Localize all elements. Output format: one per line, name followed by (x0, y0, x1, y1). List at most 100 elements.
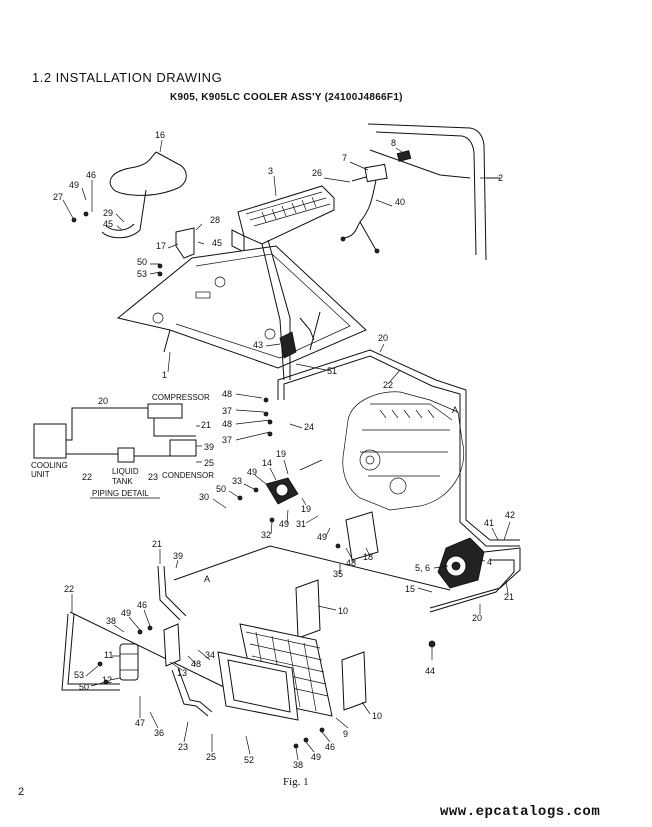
hose-23 (171, 669, 209, 717)
callout-50: 50 (137, 257, 147, 267)
callout-49: 49 (69, 180, 79, 190)
callout-17: 17 (156, 241, 166, 251)
callout-2: 2 (498, 173, 503, 183)
callout-48: 48 (222, 389, 232, 399)
wiring-harness (340, 150, 412, 254)
callout-45: 45 (103, 219, 113, 229)
engine (342, 391, 464, 511)
callout-42: 42 (505, 510, 515, 520)
long-pipe (277, 349, 520, 547)
callout-49: 49 (317, 532, 327, 542)
callout-27: 27 (53, 192, 63, 202)
callout-45: 45 (212, 238, 222, 248)
callout-46: 46 (325, 742, 335, 752)
liquid-tank-label-1: LIQUID (112, 467, 139, 476)
assembly-title: K905, K905LC COOLER ASS'Y (24100J4866F1) (170, 92, 403, 103)
callout-10: 10 (372, 711, 382, 721)
callout-51: 51 (327, 366, 337, 376)
callout-39: 39 (173, 551, 183, 561)
condensor-label: CONDENSOR (162, 471, 214, 480)
floor-plate (116, 245, 367, 369)
callout-19: 19 (301, 504, 311, 514)
piping-detail-title: PIPING DETAIL (92, 489, 149, 498)
callout-44: 44 (425, 666, 435, 676)
callout-21: 21 (152, 539, 162, 549)
callout-24: 24 (304, 422, 314, 432)
callout-18: 18 (363, 552, 373, 562)
callout-53: 53 (74, 670, 84, 680)
callout-4: 4 (487, 557, 492, 567)
callout-22: 22 (64, 584, 74, 594)
cooling-unit-label-1: COOLING (31, 461, 68, 470)
pipe-loop (101, 151, 187, 239)
callout-34: 34 (205, 650, 215, 660)
callout-8: 8 (391, 138, 396, 148)
pipe-22 (61, 611, 231, 691)
compressor (429, 537, 521, 613)
callout-30: 30 (199, 492, 209, 502)
callout-3: 3 (268, 166, 273, 176)
page-number: 2 (18, 786, 25, 798)
callout-33: 33 (232, 476, 242, 486)
bracket-17 (175, 227, 195, 259)
callout-11: 11 (104, 650, 113, 660)
callout-49: 49 (279, 519, 289, 529)
callout-16: 16 (155, 130, 165, 140)
callout-41: 41 (484, 518, 494, 528)
callout-46: 46 (86, 170, 96, 180)
callout-48: 48 (346, 558, 356, 568)
callout-28: 28 (210, 215, 220, 225)
view-marker-a-upper: A (452, 405, 458, 415)
cooling-unit (231, 185, 335, 253)
callout-36: 36 (154, 728, 164, 738)
cab-frame (367, 123, 500, 261)
section-title: 1.2 INSTALLATION DRAWING (32, 70, 223, 85)
callout-13: 13 (177, 668, 187, 678)
callout-48: 48 (191, 659, 201, 669)
callout-35: 35 (333, 569, 343, 579)
bracket-10-lower (341, 651, 367, 711)
condenser (217, 623, 333, 721)
callout-49: 49 (247, 467, 257, 477)
callout-21: 21 (504, 592, 514, 602)
pipe-21b (163, 565, 187, 617)
callout-26: 26 (312, 168, 322, 178)
liquid-tank-label-2: TANK (112, 477, 133, 486)
callout-1: 1 (162, 370, 167, 380)
receiver-drier (119, 643, 139, 681)
compressor-label: COMPRESSOR (152, 393, 210, 402)
callout-20: 20 (472, 613, 482, 623)
callout-38: 38 (106, 616, 116, 626)
leader-lines (62, 139, 511, 761)
callout-7: 7 (342, 153, 347, 163)
callout-49: 49 (121, 608, 131, 618)
callout-50: 50 (216, 484, 226, 494)
view-marker-a-lower: A (204, 574, 210, 584)
callout-53: 53 (137, 269, 147, 279)
callout-25: 25 (206, 752, 216, 762)
piping-detail (33, 403, 202, 499)
callout-52: 52 (244, 755, 254, 765)
pipe-a (173, 545, 451, 591)
piping-callout-23: 23 (148, 472, 158, 482)
callout-10: 10 (338, 606, 348, 616)
pump-assembly (265, 459, 379, 561)
callout-38: 38 (293, 760, 303, 770)
callout-37: 37 (222, 435, 232, 445)
figure-caption: Fig. 1 (283, 776, 309, 788)
callout-9: 9 (343, 729, 348, 739)
callout-31: 31 (296, 519, 306, 529)
callout-50: 50 (79, 682, 89, 692)
callout-22: 22 (383, 380, 393, 390)
callout-15: 15 (405, 584, 415, 594)
watermark: www.epcatalogs.com (440, 804, 601, 820)
piping-callout-39: 39 (204, 442, 214, 452)
callout-29: 29 (103, 208, 113, 218)
callout-20: 20 (378, 333, 388, 343)
callout-5-6: 5, 6 (415, 563, 430, 573)
piping-callout-25: 25 (204, 458, 214, 468)
callout-32: 32 (261, 530, 271, 540)
callout-48: 48 (222, 419, 232, 429)
callout-46: 46 (137, 600, 147, 610)
